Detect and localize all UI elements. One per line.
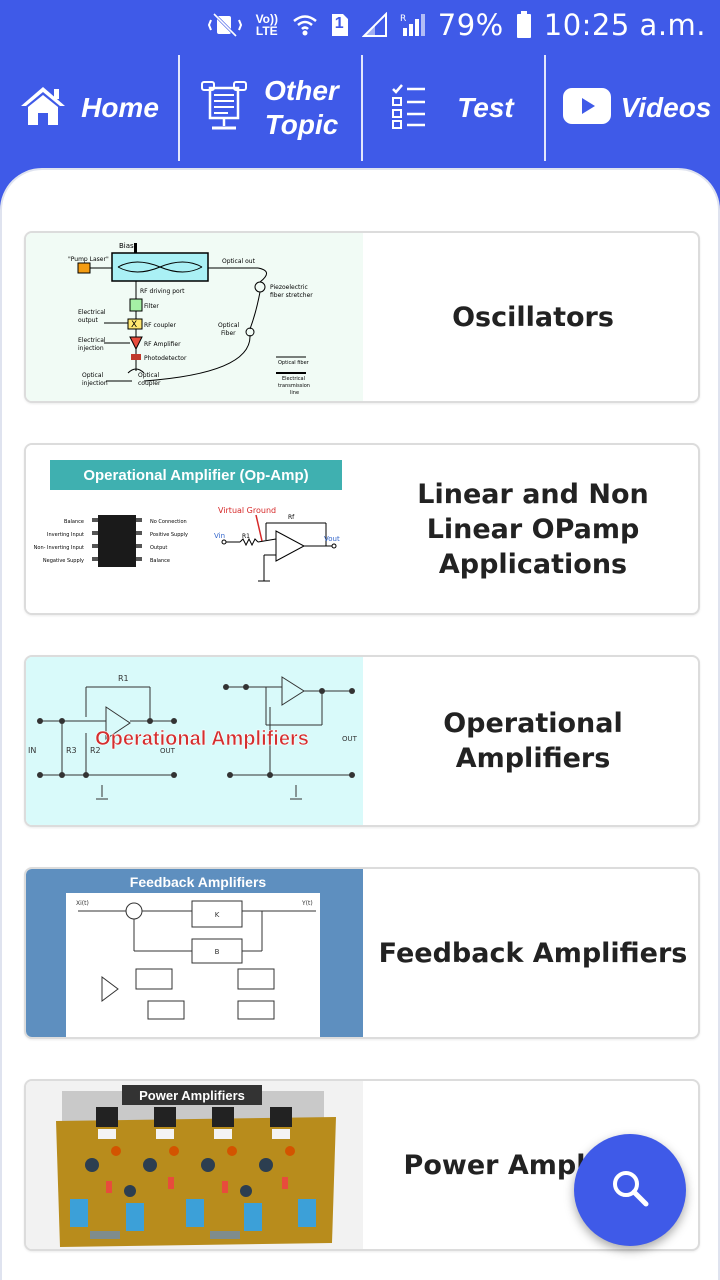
svg-text:No Connection: No Connection [150,519,187,525]
vibrate-mute-icon [207,12,242,38]
signal-empty-icon [361,12,388,38]
topic-title: Linear and Non Linear OPamp Applications [417,478,649,580]
topic-card-oscillators[interactable]: Bias "Pump Laser" Optical out Piezoelect… [24,231,700,403]
svg-text:K: K [215,911,220,919]
svg-text:Filter: Filter [144,303,159,310]
svg-text:RF coupler: RF coupler [144,322,176,329]
svg-text:R1: R1 [242,533,250,540]
svg-text:OUT: OUT [342,735,358,743]
power-amplifier-board-thumbnail: Power Amplifiers [26,1081,363,1249]
battery-icon [516,11,532,39]
nav-videos-button[interactable]: Videos [544,55,720,161]
svg-text:Optical: Optical [82,372,104,379]
svg-text:Positive Supply: Positive Supply [150,532,188,538]
svg-text:Optical out: Optical out [222,258,256,265]
nav-videos-label: Videos [620,92,712,123]
nav-other-topic-label-line2: Topic [264,109,339,140]
svg-text:Non- Inverting Input: Non- Inverting Input [34,545,84,551]
svg-text:Fiber: Fiber [221,330,236,337]
nav-other-topic-label-line1: Other [264,75,339,106]
svg-text:injection: injection [82,380,108,387]
svg-text:RF driving port: RF driving port [140,288,185,295]
svg-text:Bias: Bias [119,242,134,250]
svg-text:Vin: Vin [214,532,225,540]
svg-text:RF Amplifier: RF Amplifier [144,341,181,348]
svg-text:output: output [78,317,98,324]
battery-percent: 79% [437,8,504,42]
svg-text:R3: R3 [66,746,77,755]
svg-text:IN: IN [28,746,36,755]
svg-text:transmission: transmission [278,383,310,389]
top-nav: Home Other Topic Test Videos [0,50,720,166]
svg-text:Feedback Amplifiers: Feedback Amplifiers [130,874,267,890]
svg-text:Electrical: Electrical [78,309,106,316]
nav-home-button[interactable]: Home [0,55,178,161]
svg-text:Optical: Optical [138,372,160,379]
svg-text:Y(t): Y(t) [301,900,313,907]
svg-text:line: line [290,390,299,396]
svg-text:Operational Amplifier (Op-Amp): Operational Amplifier (Op-Amp) [83,467,308,484]
search-icon [610,1168,650,1213]
nav-home-label: Home [81,92,159,123]
svg-text:X: X [131,320,137,330]
nav-other-topic-label: Other Topic [264,74,339,142]
svg-text:Vout: Vout [324,535,340,543]
home-icon [19,85,67,132]
svg-text:Electrical: Electrical [282,376,305,382]
svg-text:B: B [215,948,220,956]
topic-title: Operational Amplifiers [443,708,623,774]
search-fab-button[interactable] [574,1134,686,1246]
svg-text:Rf: Rf [288,514,295,521]
svg-text:R1: R1 [118,674,129,683]
svg-text:Negative Supply: Negative Supply [43,558,84,564]
volte-lte-icon: Vo)) LTE [255,12,278,38]
svg-text:Xi(t): Xi(t) [76,900,89,907]
topic-card-operational-amplifiers[interactable]: R1 R3 R2 IN OUT OUT Operational Amplifie… [24,655,700,827]
svg-text:injection: injection [78,345,104,352]
nav-test-button[interactable]: Test [361,55,544,161]
oscillator-diagram-thumbnail: Bias "Pump Laser" Optical out Piezoelect… [26,233,363,401]
svg-text:Optical fiber: Optical fiber [278,360,310,366]
topic-list: Bias "Pump Laser" Optical out Piezoelect… [0,168,720,1280]
svg-text:Virtual Ground: Virtual Ground [218,506,276,515]
svg-text:Output: Output [150,545,167,551]
svg-text:Balance: Balance [64,519,84,525]
svg-text:Power Amplifiers: Power Amplifiers [139,1088,245,1103]
clock: 10:25 a.m. [543,8,706,42]
signal-icon: R [400,12,426,38]
svg-text:fiber stretcher: fiber stretcher [270,292,313,299]
svg-text:R: R [400,14,406,24]
status-bar: Vo)) LTE 1 R 79% 10:25 a.m. [0,0,720,50]
topic-title: Oscillators [452,301,614,333]
svg-text:R2: R2 [90,746,101,755]
topic-card-opamp-applications[interactable]: Operational Amplifier (Op-Amp) Balance I… [24,443,700,615]
svg-text:Balance: Balance [150,558,170,564]
sim-icon: 1 [330,12,350,38]
youtube-play-icon [562,87,611,129]
topic-title: Feedback Amplifiers [378,937,688,969]
nav-test-label: Test [457,92,514,123]
checklist-icon [391,83,427,134]
svg-text:Optical: Optical [218,322,240,329]
svg-text:Inverting Input: Inverting Input [47,532,84,538]
svg-text:Electrical: Electrical [78,337,106,344]
svg-text:"Pump Laser": "Pump Laser" [68,256,109,263]
opamp-pinout-thumbnail: Operational Amplifier (Op-Amp) Balance I… [26,445,363,613]
topic-card-feedback-amplifiers[interactable]: Feedback Amplifiers Xi(t) Y(t) [24,867,700,1039]
svg-text:coupler: coupler [138,380,161,387]
svg-text:Photodetector: Photodetector [144,355,187,362]
presentation-icon [200,80,248,137]
svg-text:OUT: OUT [160,747,176,755]
svg-text:Piezoelectric: Piezoelectric [270,284,308,291]
sim-number: 1 [334,15,344,32]
opamp-circuit-thumbnail: R1 R3 R2 IN OUT OUT Operational Amplifie… [26,657,363,825]
wifi-icon [292,12,318,38]
feedback-block-diagram-thumbnail: Feedback Amplifiers Xi(t) Y(t) [26,869,363,1037]
svg-text:Operational Amplifiers: Operational Amplifiers [95,728,309,750]
nav-other-topic-button[interactable]: Other Topic [178,55,361,161]
